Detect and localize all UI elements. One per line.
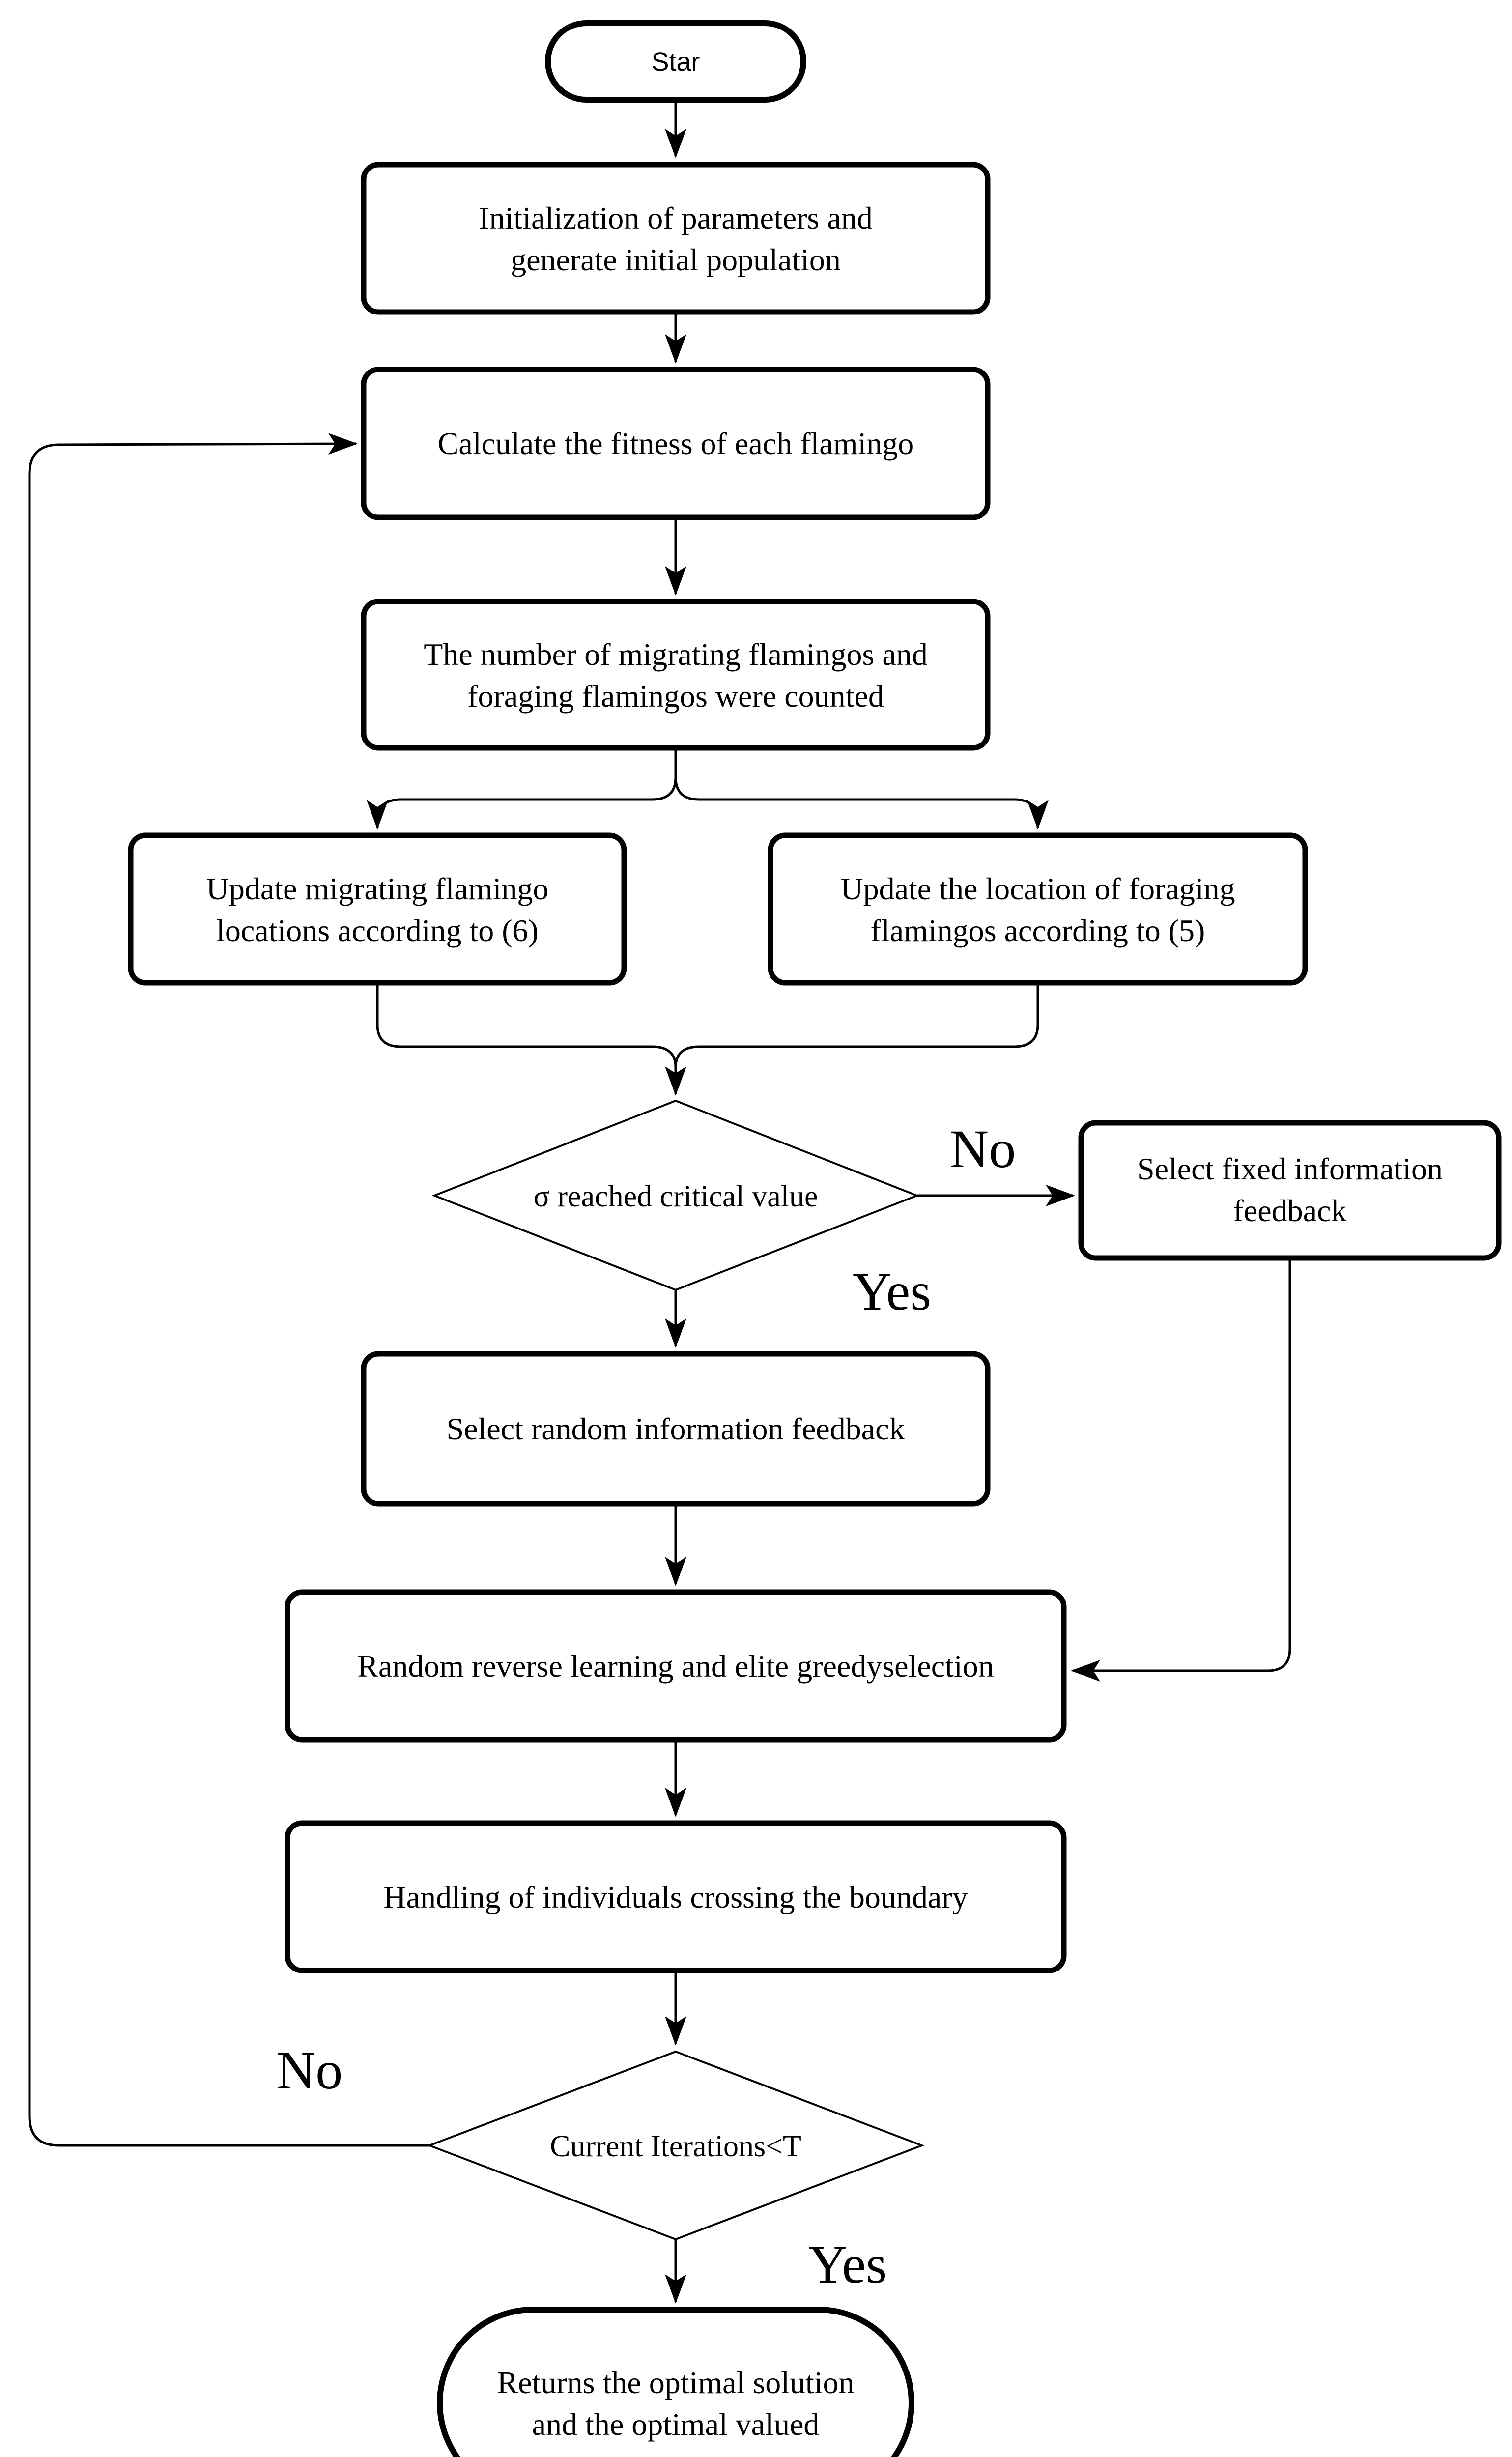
- node-sigma-decision: σ reached critical value: [431, 1099, 920, 1291]
- count-flamingos-label-line2: foraging flamingos were counted: [467, 679, 884, 714]
- start-shape: [545, 20, 806, 103]
- end-label-line2: and the optimal valued: [532, 2407, 820, 2442]
- node-calculate-fitness: Calculate the fitness of each flamingo: [361, 367, 991, 520]
- select-random-label: Select random information feedback: [447, 1411, 905, 1446]
- initialization-shape: [361, 162, 991, 315]
- end-label-line1: Returns the optimal solution: [497, 2365, 854, 2400]
- count-flamingos-shape: [361, 599, 991, 751]
- update-foraging-label-line1: Update the location of foraging: [840, 871, 1235, 906]
- boundary-handling-shape: [285, 1820, 1067, 1973]
- update-foraging-label-line2: flamingos according to (5): [871, 913, 1205, 948]
- node-select-random: Select random information feedback: [361, 1351, 991, 1507]
- sigma-decision-shape: [431, 1099, 920, 1291]
- node-reverse-learning: Random reverse learning and elite greedy…: [285, 1589, 1067, 1743]
- initialization-label-line1: Initialization of parameters and: [479, 200, 872, 235]
- edge-fork-to-update-migrating: [367, 777, 677, 829]
- edge-merge-from-foraging: [674, 983, 1039, 1068]
- node-boundary-handling: Handling of individuals crossing the bou…: [285, 1820, 1067, 1973]
- sigma-no-label: No: [950, 1119, 1016, 1179]
- start-label: Star: [651, 47, 700, 77]
- calculate-fitness-label: Calculate the fitness of each flamingo: [438, 426, 914, 461]
- count-flamingos-label-line1: The number of migrating flamingos and: [424, 637, 928, 672]
- edge-iteration-no-loop-to-fitness: [28, 433, 429, 2147]
- boundary-handling-label: Handling of individuals crossing the bou…: [383, 1880, 968, 1914]
- select-fixed-label-line2: feedback: [1233, 1193, 1347, 1228]
- edge-fork-to-update-foraging: [674, 777, 1049, 829]
- update-foraging-shape: [768, 832, 1308, 986]
- node-end: Returns the optimal solution and the opt…: [437, 2307, 914, 2457]
- update-migrating-shape: [128, 832, 627, 986]
- iteration-yes-label: Yes: [808, 2234, 887, 2294]
- calculate-fitness-shape: [361, 367, 991, 520]
- reverse-learning-shape: [285, 1589, 1067, 1743]
- node-select-fixed: Select fixed information feedback: [1078, 1120, 1502, 1261]
- edge-merge-from-migrating: [376, 983, 677, 1068]
- iteration-decision-shape: [427, 2050, 925, 2241]
- node-start: Star: [545, 20, 806, 103]
- node-initialization: Initialization of parameters and generat…: [361, 162, 991, 315]
- reverse-learning-label: Random reverse learning and elite greedy…: [357, 1649, 994, 1684]
- end-shape: [437, 2307, 914, 2457]
- initialization-label-line2: generate initial population: [511, 242, 841, 277]
- iteration-no-label: No: [277, 2040, 342, 2100]
- node-iteration-decision: Current Iterations<T: [427, 2050, 925, 2241]
- edge-select-fixed-to-reverse-learning: [1071, 1258, 1291, 1682]
- node-update-foraging: Update the location of foraging flamingo…: [768, 832, 1308, 986]
- select-fixed-label-line1: Select fixed information: [1137, 1151, 1443, 1186]
- sigma-yes-label: Yes: [853, 1261, 931, 1321]
- update-migrating-label-line2: locations according to (6): [216, 913, 539, 948]
- node-update-migrating: Update migrating flamingo locations acco…: [128, 832, 627, 986]
- update-migrating-label-line1: Update migrating flamingo: [206, 871, 549, 906]
- iteration-decision-label: Current Iterations<T: [550, 2130, 801, 2163]
- select-random-shape: [361, 1351, 991, 1507]
- node-count-flamingos: The number of migrating flamingos and fo…: [361, 599, 991, 751]
- sigma-decision-label: σ reached critical value: [533, 1180, 818, 1213]
- select-fixed-shape: [1078, 1120, 1502, 1261]
